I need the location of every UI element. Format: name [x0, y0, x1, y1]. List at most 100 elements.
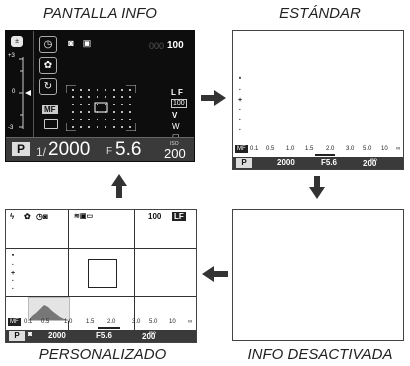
distance-tick: 0.5 — [41, 319, 50, 325]
distance-scale: MF 0.1 0.5 1.0 1.5 2.0 3.0 5.0 10 ∞ — [233, 144, 403, 156]
focus-mode: MF — [8, 318, 21, 326]
iso-label: ISO — [170, 141, 179, 147]
metering-icon: ◙ — [68, 38, 74, 48]
shutter-prefix: 1/ — [36, 145, 47, 159]
focus-point-dot — [96, 111, 99, 113]
custom-screen: ϟ ✿ ◷◙ ≋▣▭ 100 LF ▪·+·· MF 0.1 0.5 1.0 1… — [5, 209, 197, 343]
focus-point-dot — [104, 118, 107, 121]
focus-point-dot — [72, 89, 74, 91]
focus-point-dot — [88, 103, 90, 106]
battery-icon — [44, 119, 58, 129]
flash-icon: ϟ — [10, 212, 15, 221]
iso-value: 200 — [142, 332, 156, 341]
focus-point-dot — [88, 89, 90, 91]
arrow-up-icon — [111, 174, 127, 198]
info-display-screen: ± +3 0 -3 ◷ ✿ ↻ ◙ ▣ 000 100 MF L F 100 V… — [5, 30, 195, 162]
info-off-screen — [232, 209, 404, 341]
distance-tick: 5.0 — [149, 319, 158, 325]
focus-point-dot — [104, 89, 107, 91]
focus-point-dot — [88, 118, 90, 121]
exposure-compensation-icon: ± — [11, 36, 23, 47]
distance-tick: 0.1 — [250, 146, 259, 152]
focus-point-dot — [88, 126, 90, 128]
shutter-speed: 2000 — [48, 331, 66, 340]
shutter-speed: 2000 — [48, 139, 91, 160]
focus-point-dot — [72, 111, 74, 113]
self-timer-icon: ◷◙ — [36, 212, 48, 221]
exposure-indicator-vertical: ▪·+··· — [237, 75, 243, 134]
focus-point-dot — [104, 96, 107, 98]
focus-point-grid — [66, 85, 136, 131]
histogram — [28, 297, 70, 321]
macro-icon: ✿ — [24, 212, 31, 221]
frames-remaining: 100 — [148, 212, 162, 221]
iso-label: ISO — [149, 330, 156, 335]
focus-distance-bar — [98, 327, 120, 329]
focus-point-dot — [80, 89, 82, 91]
grid-line — [134, 210, 135, 332]
distance-tick: ∞ — [188, 319, 193, 325]
focus-point-dot — [113, 96, 115, 98]
exposure-strip: P 1/ 2000 F 5.6 ISO 200 — [6, 137, 194, 161]
frames-remaining: 100 — [167, 40, 184, 51]
image-stabilizer-icon: ▣ — [82, 38, 92, 48]
distance-tick: 1.5 — [305, 146, 314, 152]
focus-point-dot — [72, 126, 74, 128]
focus-point-dot — [121, 126, 123, 128]
exposure-column: ± +3 0 -3 — [6, 31, 34, 141]
focus-point-dot — [113, 118, 115, 121]
focus-mode: MF — [42, 105, 58, 114]
shutter-speed: 2000 — [277, 158, 295, 167]
distance-tick: 3.0 — [132, 319, 141, 325]
self-timer-icon: ◷ — [39, 36, 57, 53]
distance-tick: 3.0 — [346, 146, 355, 152]
exposure-scale — [19, 57, 31, 129]
focus-point-dot — [104, 126, 107, 128]
arrow-down-icon — [309, 176, 325, 199]
iso-label: ISO — [370, 157, 377, 162]
focus-distance-bar — [315, 154, 335, 156]
focus-point-dot — [96, 96, 99, 98]
image-quality-icon: LF — [172, 212, 186, 221]
distance-tick: 2.0 — [326, 146, 335, 152]
exposure-scale-plus: +3 — [8, 53, 15, 59]
iso-value: 200 — [363, 159, 377, 168]
exposure-strip: P ◙ 2000 F5.6 ISO 200 — [6, 330, 196, 342]
grid-line — [6, 248, 196, 249]
standard-screen: ▪·+··· MF 0.1 0.5 1.0 1.5 2.0 3.0 5.0 10… — [232, 30, 404, 170]
focus-point-dot — [88, 111, 90, 113]
focus-point-dot — [129, 96, 131, 98]
white-balance-icon: W — [172, 122, 180, 131]
focus-point-dot — [72, 103, 74, 106]
focus-point-dot — [129, 118, 131, 121]
distance-tick: 2.0 — [107, 319, 116, 325]
caption-info-off: INFO DESACTIVADA — [247, 346, 393, 363]
caption-info-display: PANTALLA INFO — [43, 5, 157, 22]
focus-point-dot — [113, 111, 115, 113]
focus-point-dot — [72, 96, 74, 98]
focus-point-dot — [113, 103, 115, 106]
distance-tick: 5.0 — [363, 146, 372, 152]
aperture-prefix: F — [106, 146, 113, 157]
arrow-right-icon — [201, 90, 226, 106]
focus-point-dot — [104, 111, 107, 113]
shooting-mode-badge: P — [236, 158, 252, 168]
drive-mode-icon: ↻ — [39, 78, 57, 95]
exposure-scale-minus: -3 — [8, 125, 14, 131]
shooting-mode-badge: P — [9, 331, 25, 341]
focus-point-dot — [96, 89, 99, 91]
focus-point-dot — [121, 103, 123, 106]
arrow-left-icon — [202, 266, 228, 282]
metering-icon: ◙ — [28, 331, 33, 338]
focus-point-dot — [96, 103, 99, 106]
focus-point-dot — [129, 89, 131, 91]
focus-point-dot — [80, 118, 82, 121]
exposure-strip: P 2000 F5.6 ISO 200 — [233, 157, 403, 169]
shooting-mode-badge: P — [12, 142, 30, 156]
focus-point-dot — [121, 89, 123, 91]
caption-standard: ESTÁNDAR — [279, 5, 361, 22]
aspect-icon: ▭ — [172, 131, 180, 140]
aperture-value: 5.6 — [115, 139, 142, 160]
focus-point-dot — [80, 96, 82, 98]
dynamic-range-value: 100 — [171, 99, 187, 108]
